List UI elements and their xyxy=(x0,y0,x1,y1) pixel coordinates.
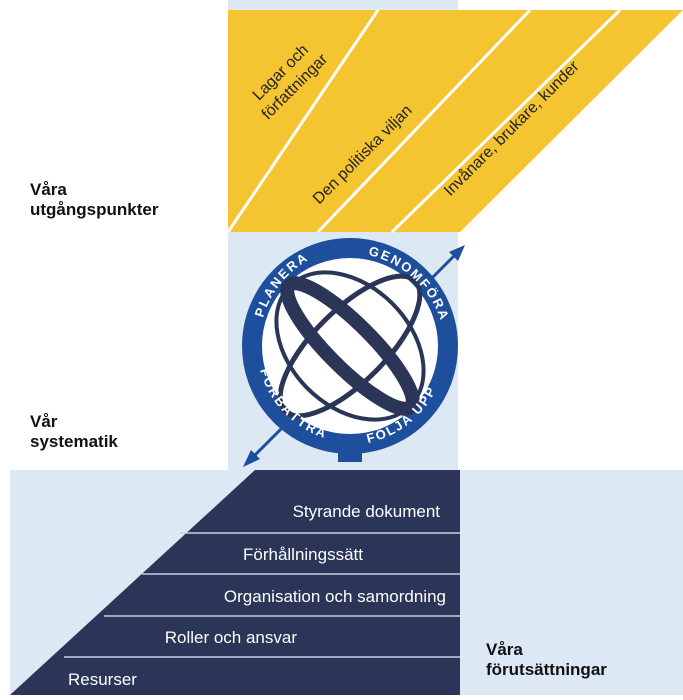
band-divider-3 xyxy=(390,8,622,234)
step-roles: Roller och ansvar xyxy=(165,628,298,647)
gyro-ellipse-outer xyxy=(277,273,423,419)
cycle-ring-foot xyxy=(338,440,362,462)
label-systematics: Vår systematik xyxy=(30,412,118,451)
label-prerequisites: Våra förutsättningar xyxy=(486,640,607,679)
step-resources: Resurser xyxy=(68,670,137,689)
step-approach: Förhållningssätt xyxy=(243,545,363,564)
axis-arrow-head-bottom xyxy=(243,450,260,467)
gyro-ellipse-thick xyxy=(280,276,420,416)
band-divider-1 xyxy=(226,9,380,233)
label-starting-points: Våra utgångspunkter xyxy=(30,180,159,219)
step-organisation: Organisation och samordning xyxy=(224,587,446,606)
prerequisites-block xyxy=(10,470,460,695)
starting-points-block xyxy=(228,10,683,232)
axis-arrow-head-top xyxy=(449,245,465,261)
step-governing-documents: Styrande dokument xyxy=(293,502,441,521)
band-divider-2 xyxy=(316,8,532,234)
